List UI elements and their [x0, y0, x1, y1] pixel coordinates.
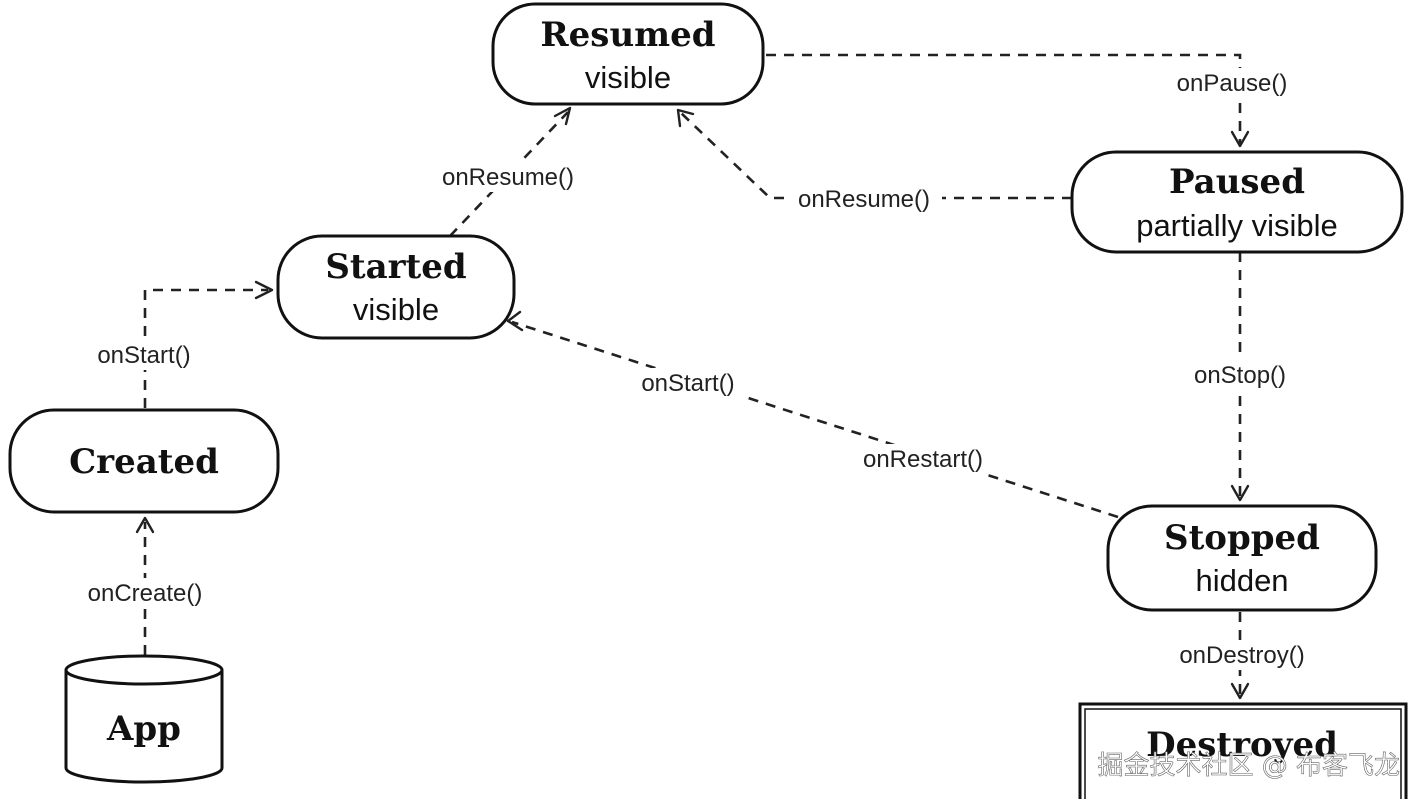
label-onstop: onStop() — [1194, 362, 1286, 389]
state-paused: Paused partially visible — [1070, 150, 1404, 254]
edge-onresume-paused — [679, 111, 1072, 200]
label-onstart-created: onStart() — [97, 342, 190, 369]
state-paused-subtitle: partially visible — [1136, 208, 1338, 243]
state-started-title: Started — [325, 247, 466, 287]
state-stopped: Stopped hidden — [1106, 504, 1378, 612]
state-destroyed-title: Destroyed — [1146, 725, 1338, 765]
arrowhead-onresume-paused — [676, 108, 695, 128]
state-paused-title: Paused — [1169, 162, 1305, 202]
arrowhead-oncreate — [135, 516, 155, 534]
label-onresume-started: onResume() — [442, 164, 574, 191]
arrowhead-onstop — [1230, 484, 1250, 502]
state-stopped-subtitle: hidden — [1195, 563, 1288, 598]
arrowhead-onstart-created — [254, 280, 274, 300]
arrowhead-onrestart — [506, 310, 524, 332]
state-started-subtitle: visible — [353, 292, 439, 327]
arrowhead-onresume-started — [553, 106, 572, 126]
label-onresume-paused: onResume() — [798, 186, 930, 213]
watermark: 掘金技术社区 @ 布客飞龙 — [1097, 751, 1400, 781]
state-resumed: Resumed visible — [491, 2, 765, 106]
arrowhead-ondestroy — [1230, 682, 1250, 700]
arrowhead-onpause — [1230, 130, 1250, 148]
label-ondestroy: onDestroy() — [1179, 642, 1304, 669]
state-created: Created — [8, 408, 280, 514]
state-stopped-title: Stopped — [1164, 518, 1320, 558]
state-app: App — [64, 654, 224, 784]
state-app-title: App — [106, 709, 181, 749]
state-resumed-subtitle: visible — [585, 60, 671, 95]
state-destroyed: Destroyed — [1078, 702, 1408, 799]
state-created-title: Created — [69, 442, 219, 482]
state-resumed-title: Resumed — [540, 15, 715, 55]
label-oncreate: onCreate() — [88, 580, 203, 607]
edge-onpause — [766, 53, 1242, 145]
label-onpause: onPause() — [1177, 70, 1288, 97]
state-started: Started visible — [276, 234, 516, 340]
label-onstart-restart: onStart() — [641, 370, 734, 397]
edge-onrestart — [511, 320, 1119, 519]
label-onrestart: onRestart() — [863, 446, 983, 473]
app-cylinder-shape — [64, 670, 224, 784]
